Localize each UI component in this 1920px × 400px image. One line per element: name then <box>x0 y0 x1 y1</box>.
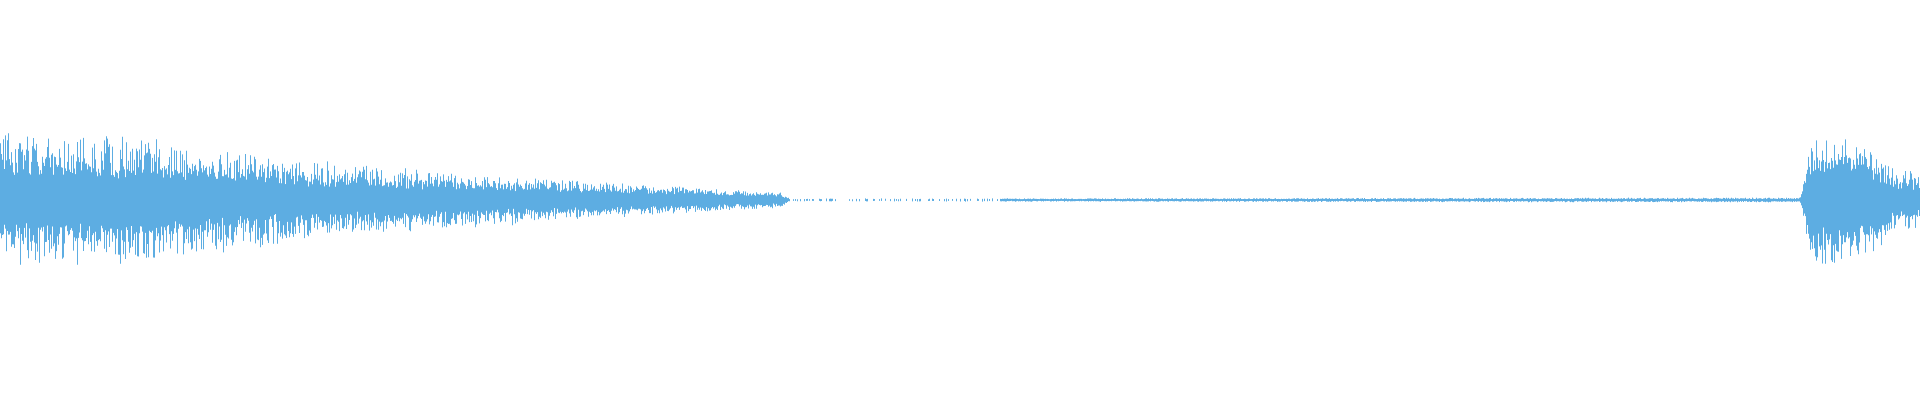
waveform-peaks <box>0 133 1920 265</box>
